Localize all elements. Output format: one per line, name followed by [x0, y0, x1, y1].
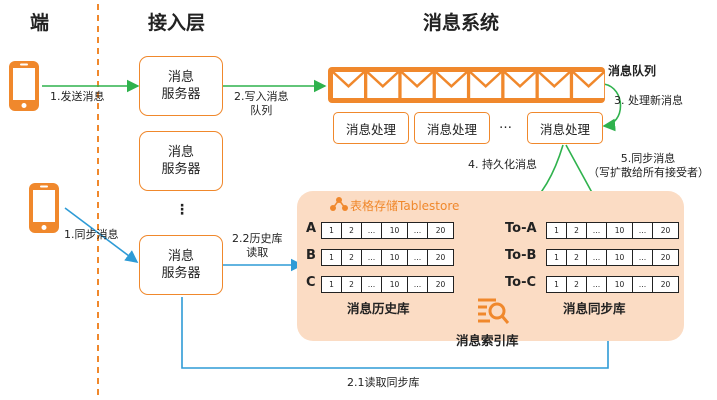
- table-cell: …: [587, 250, 607, 265]
- sync-row-label-to-a: To-A: [505, 221, 537, 236]
- write-queue-label-line1: 2.写入消息: [234, 90, 289, 103]
- sync-row-label-to-b: To-B: [505, 248, 537, 263]
- access-layer-header: 接入层: [148, 12, 206, 34]
- receiver-phone-icon: [29, 183, 59, 233]
- persist-label: 4. 持久化消息: [468, 158, 537, 171]
- table-cell: 20: [435, 253, 446, 262]
- table-cell: …: [362, 250, 382, 265]
- envelope-icon: [366, 71, 400, 98]
- sync-label-line2: （写扩散给所有接受者）: [588, 166, 709, 179]
- sync-msg-arrow: [64, 207, 139, 263]
- table-cell: …: [587, 223, 607, 238]
- table-cell: …: [633, 250, 653, 265]
- search-index-icon: [478, 298, 510, 324]
- sync-msg-label: 1.同步消息: [64, 228, 119, 241]
- table-cell: 1: [322, 250, 342, 265]
- write-queue-label: 2.写入消息 队列: [234, 90, 289, 118]
- sync-library-label: 消息同步库: [563, 301, 626, 316]
- server-label-line2: 服务器: [161, 87, 201, 102]
- table-cell: 10: [382, 250, 408, 265]
- history-row-label-a: A: [306, 221, 317, 236]
- processor-ellipsis: …: [499, 117, 512, 132]
- send-label: 1.发送消息: [50, 90, 105, 103]
- table-cell: …: [408, 277, 428, 292]
- table-cell: …: [362, 223, 382, 238]
- message-server-3: 消息服务器: [139, 235, 223, 295]
- table-cell: 20: [660, 253, 671, 262]
- envelope-icon: [572, 71, 605, 98]
- history-library-label: 消息历史库: [347, 301, 410, 316]
- table-cell: 10: [607, 277, 633, 292]
- table-cell: …: [362, 277, 382, 292]
- table-cell: 2: [567, 250, 587, 265]
- table-cell: 20: [435, 280, 446, 289]
- process-new-arrow: [602, 83, 622, 132]
- table-cell: 20: [435, 226, 446, 235]
- table-cell: 2: [342, 223, 362, 238]
- table-cell: …: [408, 223, 428, 238]
- table-cell: 1: [322, 223, 342, 238]
- message-queue-label: 消息队列: [608, 64, 657, 78]
- table-cell: 20: [660, 226, 671, 235]
- table-cell: 10: [607, 223, 633, 238]
- history-read-label-line2: 读取: [246, 246, 269, 259]
- table-cell: 1: [547, 250, 567, 265]
- process-new-label: 3. 处理新消息: [614, 94, 683, 107]
- table-cell: …: [633, 277, 653, 292]
- table-cell: 10: [382, 277, 408, 292]
- message-processor-3: 消息处理: [527, 112, 603, 144]
- server-label-line1: 消息: [167, 70, 194, 85]
- server-label-line1: 消息: [167, 249, 194, 264]
- write-queue-label-line2: 队列: [250, 104, 273, 117]
- table-cell: 1: [322, 277, 342, 292]
- read-sync-label: 2.1读取同步库: [347, 376, 420, 389]
- table-cell: 2: [567, 277, 587, 292]
- client-header: 端: [30, 12, 50, 34]
- sender-phone-icon: [9, 61, 39, 111]
- envelope-icon: [503, 71, 537, 98]
- message-queue: [328, 67, 605, 103]
- server-label-line2: 服务器: [161, 266, 201, 281]
- envelope-icon: [537, 71, 571, 98]
- tablestore-brand: 表格存储Tablestore: [350, 199, 460, 213]
- table-cell: 2: [342, 250, 362, 265]
- server-label-line2: 服务器: [161, 162, 201, 177]
- table-cell: 1: [547, 277, 567, 292]
- tablestore-logo-icon: [330, 197, 348, 211]
- table-cell: …: [408, 250, 428, 265]
- message-server-2: 消息服务器: [139, 131, 223, 191]
- message-processor-2: 消息处理: [414, 112, 490, 144]
- message-server-1: 消息服务器: [139, 56, 223, 116]
- server-ellipsis: ⋮: [175, 202, 189, 218]
- table-cell: 2: [342, 277, 362, 292]
- envelope-icon: [400, 71, 434, 98]
- message-system-header: 消息系统: [423, 12, 500, 34]
- sync-row-label-to-c: To-C: [505, 275, 537, 290]
- envelope-icon: [435, 71, 468, 98]
- history-read-label-line1: 2.2历史库: [232, 232, 283, 245]
- table-cell: 10: [382, 223, 408, 238]
- table-cell: …: [587, 277, 607, 292]
- history-read-label: 2.2历史库 读取: [232, 232, 283, 260]
- sync-label: 5.同步消息 （写扩散给所有接受者）: [588, 152, 709, 180]
- table-cell: …: [633, 223, 653, 238]
- server-label-line1: 消息: [167, 145, 194, 160]
- sync-label-line1: 5.同步消息: [620, 152, 676, 165]
- index-library-label: 消息索引库: [456, 333, 519, 348]
- history-row-label-c: C: [306, 275, 316, 290]
- table-cell: 10: [607, 250, 633, 265]
- envelope-icon: [469, 71, 503, 98]
- message-processor-1: 消息处理: [333, 112, 409, 144]
- envelope-icon: [332, 71, 365, 98]
- history-row-label-b: B: [306, 248, 316, 263]
- table-cell: 2: [567, 223, 587, 238]
- table-cell: 1: [547, 223, 567, 238]
- table-cell: 20: [660, 280, 671, 289]
